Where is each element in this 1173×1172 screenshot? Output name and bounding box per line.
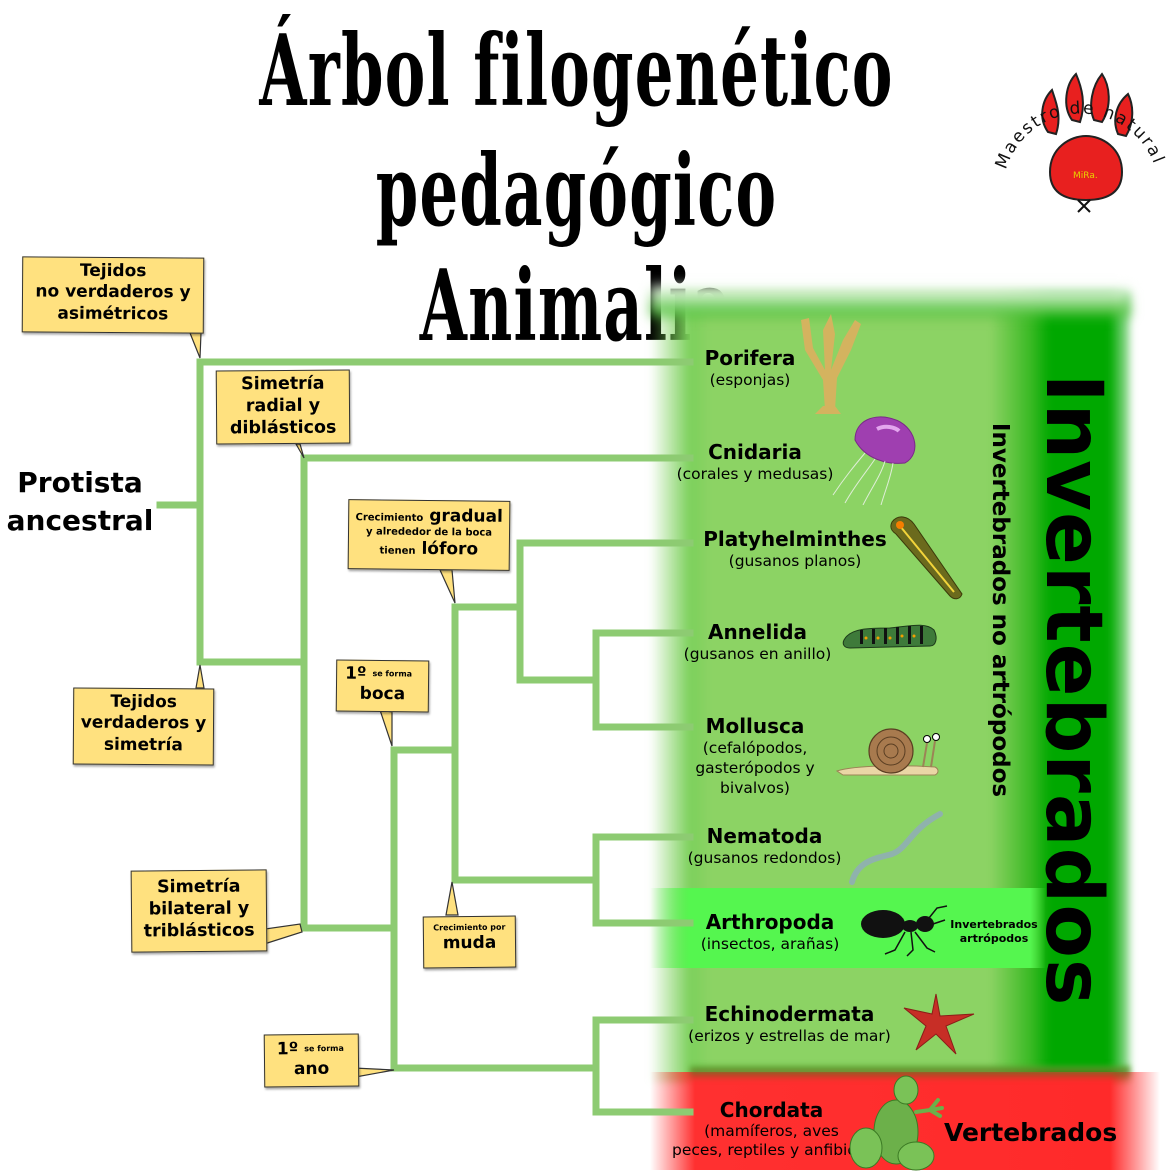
callout-line: Tejidos bbox=[79, 260, 147, 282]
callout-big-text: 1º bbox=[276, 1039, 299, 1060]
callout-simetria-bilateral: Simetría bilateral y triblásticos bbox=[130, 869, 268, 953]
taxon-name: Chordata bbox=[719, 1098, 824, 1122]
callout-line: radial y bbox=[245, 395, 321, 417]
taxon-name: Annelida bbox=[707, 620, 808, 644]
callout-simetria-radial: Simetría radial y diblásticos bbox=[215, 369, 351, 445]
callout-line: asimétricos bbox=[57, 303, 169, 324]
jellyfish-icon bbox=[832, 416, 916, 505]
callout-line: Simetría bbox=[241, 373, 325, 395]
frog-icon bbox=[849, 1075, 944, 1171]
roundworm-icon bbox=[849, 811, 943, 885]
callout-line: Simetría bbox=[156, 876, 241, 898]
taxon-description: (gusanos redondos) bbox=[687, 849, 842, 867]
label-invertebrados-no-artropodos-text: Invertebrados no artrópodos bbox=[987, 422, 1013, 798]
taxon-nematoda: Nematoda (gusanos redondos) bbox=[672, 824, 857, 868]
callout-small-text: tienen bbox=[379, 545, 416, 557]
taxon-arthropoda: Arthropoda (insectos, arañas) bbox=[685, 910, 855, 954]
ant-icon bbox=[861, 905, 948, 957]
callout-small-text: Crecimiento bbox=[355, 512, 424, 524]
callout-muda: Crecimiento por muda bbox=[422, 915, 517, 969]
callout-word: boca bbox=[359, 684, 406, 705]
taxon-description: (erizos y estrellas de mar) bbox=[688, 1027, 891, 1045]
taxon-description: (corales y medusas) bbox=[676, 465, 834, 483]
callout-word: ano bbox=[293, 1059, 330, 1080]
taxon-name: Cnidaria bbox=[708, 440, 802, 464]
taxon-platyhelminthes: Platyhelminthes (gusanos planos) bbox=[690, 527, 900, 571]
invertebrados-panel-top-edge bbox=[650, 286, 1130, 316]
callout-word: muda bbox=[442, 933, 497, 954]
taxon-name: Nematoda bbox=[706, 824, 823, 848]
flatworm-icon bbox=[890, 516, 963, 600]
taxon-name: Platyhelminthes bbox=[703, 527, 887, 551]
taxon-description: peces, reptiles y anfibios) bbox=[672, 1141, 871, 1160]
taxon-mollusca: Mollusca (cefalópodos, gasterópodos y bi… bbox=[680, 714, 830, 798]
callout-lofoforo: Crecimiento gradual y alrededor de la bo… bbox=[347, 499, 511, 571]
callout-line: simetría bbox=[103, 734, 183, 755]
taxon-description: (insectos, arañas) bbox=[700, 935, 840, 953]
callout-line: no verdaderos y bbox=[35, 281, 191, 303]
label-line: artrópodos bbox=[959, 932, 1029, 946]
label-vertebrados: Vertebrados bbox=[944, 1118, 1118, 1147]
taxon-description: (cefalópodos, bbox=[702, 739, 808, 757]
callout-line: Tejidos bbox=[110, 691, 177, 713]
taxon-echinodermata: Echinodermata (erizos y estrellas de mar… bbox=[672, 1002, 907, 1046]
label-line: Invertebrados bbox=[950, 918, 1038, 931]
callout-big-text: 1º bbox=[345, 663, 367, 684]
taxon-description: bivalvos) bbox=[720, 779, 790, 798]
artropodos-band bbox=[650, 888, 1046, 968]
logo: MiRa. Maestro de naturales bbox=[984, 45, 1170, 230]
sponge-icon bbox=[801, 314, 861, 414]
taxon-chordata: Chordata (mamíferos, aves peces, reptile… bbox=[664, 1098, 879, 1161]
taxon-description: (mamíferos, aves bbox=[704, 1122, 839, 1140]
label-invertebrados-no-artropodos: Invertebrados no artrópodos bbox=[975, 370, 1025, 850]
label-invertebrados-artropodos: Invertebrados artrópodos bbox=[944, 918, 1044, 947]
callout-line: triblásticos bbox=[143, 920, 255, 942]
snail-icon bbox=[835, 728, 940, 776]
label-invertebrados-text: Invertebrados bbox=[1028, 373, 1118, 1007]
callout-boca: 1º se forma boca bbox=[335, 659, 430, 713]
callout-ano: 1º se forma ano bbox=[263, 1033, 360, 1088]
taxon-name: Porifera bbox=[704, 346, 796, 370]
callout-small-text: Crecimiento por bbox=[433, 922, 506, 933]
taxon-description: (gusanos planos) bbox=[728, 552, 862, 570]
taxon-cnidaria: Cnidaria (corales y medusas) bbox=[660, 440, 850, 484]
taxon-name: Echinodermata bbox=[704, 1002, 875, 1026]
callout-big-text: gradual bbox=[429, 506, 503, 527]
callout-tejidos-verdaderos: Tejidos verdaderos y simetría bbox=[72, 687, 215, 766]
vertebrados-band-edge bbox=[690, 1066, 1130, 1080]
root-label: Protista ancestral bbox=[6, 466, 154, 537]
caterpillar-icon bbox=[842, 624, 937, 649]
taxon-annelida: Annelida (gusanos en anillo) bbox=[670, 620, 845, 664]
taxon-description: (esponjas) bbox=[709, 371, 791, 389]
paw-print-icon: MiRa. Maestro de naturales bbox=[984, 45, 1167, 213]
callout-line: bilateral y bbox=[148, 898, 250, 920]
callout-small-text: se forma bbox=[372, 669, 413, 679]
callout-big-text: lóforo bbox=[421, 538, 479, 560]
taxon-name: Arthropoda bbox=[705, 910, 835, 934]
callout-tejidos-no-verdaderos: Tejidos no verdaderos y asimétricos bbox=[21, 256, 205, 334]
taxon-description: (gusanos en anillo) bbox=[683, 645, 832, 663]
starfish-icon bbox=[903, 993, 975, 1055]
taxon-name: Mollusca bbox=[705, 714, 805, 738]
callout-line: diblásticos bbox=[229, 417, 337, 439]
callout-line: verdaderos y bbox=[80, 712, 207, 734]
taxon-description: gasterópodos y bbox=[695, 759, 815, 778]
logo-signature: MiRa. bbox=[1073, 171, 1098, 181]
title-line-1: Árbol filogenético bbox=[259, 14, 894, 129]
callout-small-text: se forma bbox=[304, 1043, 344, 1054]
taxon-porifera: Porifera (esponjas) bbox=[690, 346, 810, 390]
